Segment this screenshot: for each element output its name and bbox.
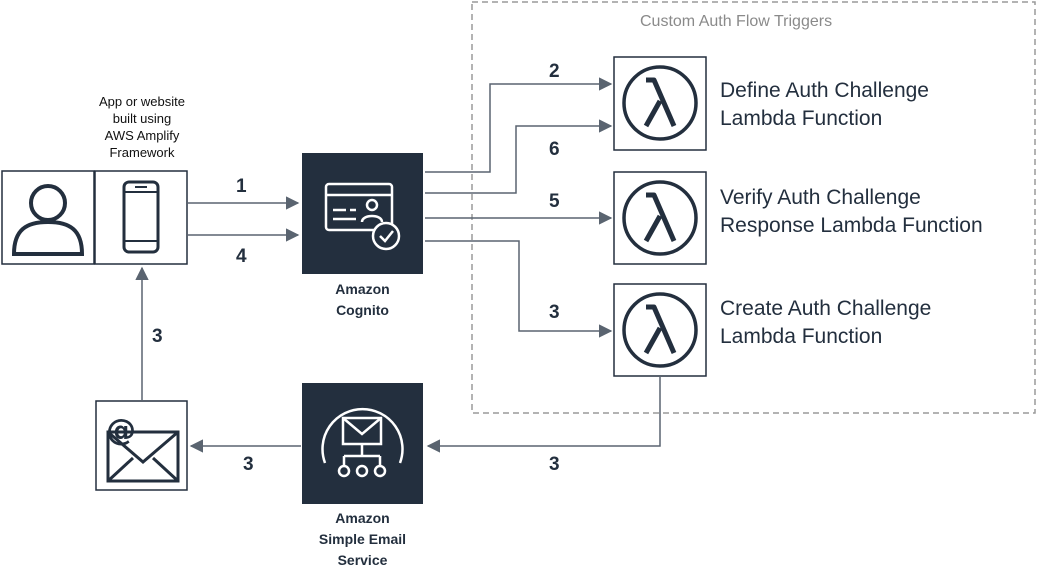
ses-label-line: Amazon: [335, 510, 390, 526]
cognito-label-line: Cognito: [336, 302, 389, 318]
lambda-create-icon: [613, 283, 707, 377]
ses-label: Amazon Simple Email Service: [292, 508, 433, 571]
create-lambda-label-line: Lambda Function: [720, 325, 883, 348]
define-lambda-label-line: Lambda Function: [720, 107, 883, 130]
group-title: Custom Auth Flow Triggers: [640, 13, 833, 30]
step-label-cognito-to-create: 3: [549, 302, 560, 323]
amazon-ses-icon: [302, 383, 423, 504]
lambda-define-icon: [613, 56, 707, 151]
client-caption-line: AWS Amplify: [104, 128, 180, 143]
client-caption-line: built using: [112, 111, 172, 126]
create-lambda-label-line: Create Auth Challenge: [720, 297, 932, 320]
cognito-label-line: Amazon: [335, 281, 390, 297]
step-label-client-to-cognito-answer: 4: [236, 246, 247, 267]
arrow-cognito-to-define: [425, 77, 613, 173]
create-lambda-label: Create Auth Challenge Lambda Function: [720, 295, 931, 351]
client-caption: App or website built using AWS Amplify F…: [82, 93, 202, 161]
step-label-cognito-to-verify: 5: [549, 191, 560, 212]
step-label-define-return: 6: [549, 139, 560, 160]
mobile-phone-icon: [94, 170, 188, 265]
amazon-cognito-icon: [302, 153, 423, 274]
lambda-verify-icon: [613, 171, 707, 265]
step-label-cognito-to-define: 2: [549, 61, 560, 82]
email-icon: @: [95, 400, 188, 491]
step-label-ses-to-email: 3: [243, 454, 254, 475]
verify-lambda-label-line: Verify Auth Challenge: [720, 186, 921, 209]
cognito-label: Amazon Cognito: [302, 279, 423, 321]
ses-label-line: Service: [337, 552, 388, 568]
verify-lambda-label-line: Response Lambda Function: [720, 214, 983, 237]
arrow-define-return: [425, 119, 613, 194]
step-label-client-to-cognito: 1: [236, 176, 247, 197]
arrow-cognito-to-create: [425, 240, 613, 338]
custom-auth-group-border: [471, 1, 1036, 414]
arrow-create-to-ses: [426, 376, 661, 453]
verify-lambda-label: Verify Auth Challenge Response Lambda Fu…: [720, 184, 983, 240]
step-label-email-to-client: 3: [152, 326, 163, 347]
define-lambda-label-line: Define Auth Challenge: [720, 79, 929, 102]
client-caption-line: App or website: [99, 94, 185, 109]
client-caption-line: Framework: [109, 145, 175, 160]
svg-text:@: @: [106, 413, 136, 448]
define-lambda-label: Define Auth Challenge Lambda Function: [720, 77, 929, 133]
step-label-create-to-ses: 3: [549, 454, 560, 475]
user-icon: [1, 170, 95, 265]
ses-label-line: Simple Email: [318, 531, 407, 547]
